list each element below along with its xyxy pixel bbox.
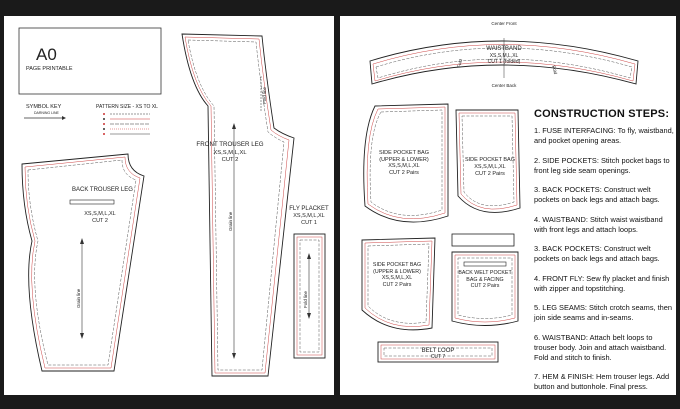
- side-pocket-bag-1-name: SIDE POCKET BAG (UPPER & LOWER): [378, 150, 430, 163]
- belt-loop-cut: CUT 7: [431, 354, 446, 360]
- side-pocket-bag-upper-lower-piece: [363, 103, 449, 223]
- construction-step: 7. HEM & FINISH: Hem trouser legs. Add b…: [534, 372, 670, 391]
- construction-step: 6. WAISTBAND: Attach belt loops to trous…: [534, 332, 667, 362]
- side-pocket-bag-2-sizes: XS,S,M,L,XL: [474, 164, 506, 170]
- waistband-name: WAISTBAND: [486, 46, 522, 52]
- waistband-piece: [369, 38, 639, 85]
- construction-step: 1. FUSE INTERFACING: To fly, waistband, …: [534, 126, 674, 145]
- waistband-center-front: Center Front: [491, 21, 517, 26]
- fly-placket-fold-label: Fold line: [303, 290, 308, 308]
- fly-placket-name: FLY PLACKET: [289, 206, 329, 212]
- side-pocket-bag-3-label-box: SIDE POCKET BAG (UPPER & LOWER) XS,S,M,L…: [372, 262, 422, 288]
- front-leg-fold-label: Fold line: [262, 86, 267, 104]
- waistband-fold-right: Fold: [551, 65, 558, 75]
- front-leg-cut: CUT 2: [222, 157, 239, 163]
- pattern-size-label: PATTERN SIZE - XS TO XL: [96, 104, 158, 110]
- darning-arrow-icon: [62, 116, 66, 120]
- construction-step: 4. FRONT FLY: Sew fly placket and finish…: [534, 273, 670, 293]
- waistband-sizes: XS,S,M,L,XL: [490, 53, 519, 59]
- size-legend-lines: [103, 113, 150, 135]
- welt-bag-label-box: BACK WELT POCKET BAG & FACING CUT 2 Pair…: [458, 270, 512, 289]
- construction-steps-title: CONSTRUCTION STEPS:: [534, 108, 670, 120]
- construction-step: 5. LEG SEAMS: Stitch crotch seams, then …: [534, 303, 673, 322]
- front-leg-name: FRONT TROUSER LEG: [196, 141, 263, 148]
- fly-placket-cut: CUT 1: [301, 220, 317, 226]
- side-pocket-bag-1-cut: CUT 2 Pairs: [389, 169, 419, 176]
- side-pocket-bag-1-sizes: XS,S,M,L,XL: [388, 163, 420, 169]
- construction-step: 3. BACK POCKETS: Construct welt pockets …: [534, 244, 660, 263]
- side-pocket-bag-2-name: SIDE POCKET BAG: [465, 157, 515, 163]
- back-welt-pocket-bag-piece: [451, 233, 519, 326]
- side-pocket-bag-2-cut: CUT 2 Pairs: [475, 171, 505, 177]
- construction-step: 2. SIDE POCKETS: Stitch pocket bags to f…: [534, 155, 670, 175]
- back-leg-grain-label: Grain line: [76, 288, 81, 308]
- welt-bag-name: BACK WELT POCKET BAG & FACING: [458, 270, 512, 283]
- waistband-cut: CUT 1 (folded): [488, 59, 521, 65]
- darning-line-label: DARNING LINE: [34, 111, 60, 115]
- right-page-drawing: Center Front WAISTBAND XS,S,M,L,XL CUT 1…: [361, 21, 639, 363]
- symbol-key-label: SYMBOL KEY: [26, 104, 62, 110]
- left-page-drawing: A0 PAGE PRINTABLE SYMBOL KEY DARNING LIN…: [18, 27, 329, 377]
- left-pattern-page: A0 PAGE PRINTABLE SYMBOL KEY DARNING LIN…: [4, 16, 334, 395]
- right-pattern-page: Center Front WAISTBAND XS,S,M,L,XL CUT 1…: [340, 16, 676, 395]
- fly-placket-piece: [293, 233, 326, 359]
- side-pocket-bag-lower-piece: [361, 237, 436, 331]
- page-size-title: A0: [36, 45, 57, 64]
- waistband-center-back: Center Back: [492, 83, 518, 88]
- back-trouser-leg-piece: [21, 153, 145, 372]
- back-leg-sizes: XS,S,M,L,XL: [84, 211, 116, 217]
- belt-loop-piece: [377, 341, 499, 363]
- fly-placket-sizes: XS,S,M,L,XL: [293, 213, 325, 219]
- waistband-fold-left: Fold: [456, 58, 463, 68]
- side-pocket-bag-3-sizes: XS,S,M,L,XL: [381, 275, 413, 281]
- construction-step: 3. BACK POCKETS: Construct welt pockets …: [534, 185, 660, 204]
- back-leg-name: BACK TROUSER LEG: [72, 187, 133, 193]
- front-leg-sizes: XS,S,M,L,XL: [213, 150, 247, 156]
- front-leg-grain-label: Grain line: [228, 211, 233, 231]
- side-pocket-bag-1-label-box: SIDE POCKET BAG (UPPER & LOWER) XS,S,M,L…: [378, 150, 430, 176]
- construction-steps: CONSTRUCTION STEPS: 1. FUSE INTERFACING:…: [534, 108, 674, 402]
- belt-loop-name: BELT LOOP: [422, 348, 455, 354]
- back-leg-cut: CUT 2: [92, 218, 108, 224]
- construction-step: 4. WAISTBAND: Stitch waist waistband wit…: [534, 214, 663, 234]
- welt-bag-cut: CUT 2 Pairs: [470, 283, 500, 289]
- page-size-subtitle: PAGE PRINTABLE: [26, 66, 73, 72]
- side-pocket-bag-3-name: SIDE POCKET BAG (UPPER & LOWER): [372, 262, 422, 275]
- title-box: [18, 27, 162, 95]
- side-pocket-bag-piece: [455, 109, 521, 213]
- front-trouser-leg-piece: [181, 33, 295, 377]
- side-pocket-bag-3-cut: CUT 2 Pairs: [382, 281, 412, 288]
